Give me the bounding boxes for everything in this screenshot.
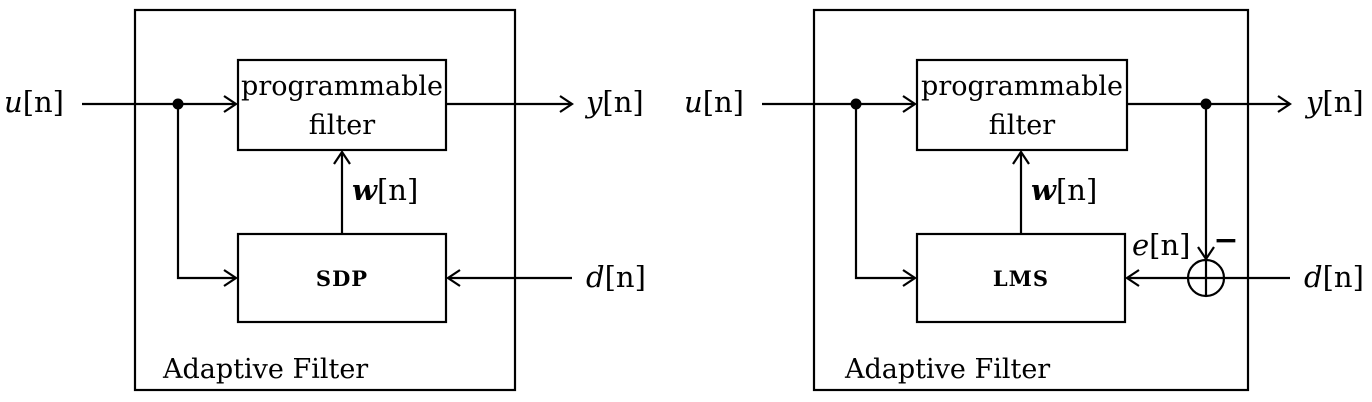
left-weight-label: w[n] (352, 173, 418, 207)
summing-junction-icon (1186, 258, 1226, 298)
right-weight-arrowhead (1012, 150, 1030, 165)
right-diagram: Adaptive Filter programmable filter LMS … (684, 8, 1364, 392)
left-algorithm-label: SDP (316, 266, 368, 291)
right-error-signal-label: e[n] (1132, 228, 1190, 262)
right-output-signal-label: y[n] (1304, 85, 1364, 119)
right-error-arrowhead (1125, 269, 1140, 287)
left-branch-wire (176, 104, 236, 280)
right-algorithm-label: LMS (993, 266, 1049, 291)
right-branch-arrowhead (902, 269, 917, 287)
right-branch-wire (854, 104, 915, 280)
left-input-signal-label: u[n] (4, 85, 64, 119)
left-output-arrowhead (559, 95, 574, 113)
left-desired-arrowhead (446, 269, 461, 287)
left-filter-label-line1: programmable (241, 71, 443, 102)
left-adaptive-filter-container (133, 8, 517, 392)
right-input-arrowhead (902, 95, 917, 113)
left-branch-arrowhead (223, 269, 238, 287)
right-filter-label-line2: filter (989, 110, 1055, 141)
left-filter-label-line2: filter (309, 110, 375, 141)
right-output-arrowhead (1277, 95, 1292, 113)
right-adaptive-filter-container (812, 8, 1250, 392)
left-desired-signal-label: d[n] (586, 260, 646, 294)
right-filter-label-line1: programmable (921, 71, 1123, 102)
left-diagram: Adaptive Filter programmable filter SDP … (4, 8, 646, 392)
right-container-label: Adaptive Filter (844, 354, 1050, 385)
right-desired-signal-label: d[n] (1304, 260, 1364, 294)
left-weight-arrowhead (333, 150, 351, 165)
left-output-signal-label: y[n] (584, 85, 644, 119)
right-input-signal-label: u[n] (684, 85, 744, 119)
right-weight-label: w[n] (1031, 173, 1097, 207)
left-container-label: Adaptive Filter (162, 354, 368, 385)
right-minus-sign: − (1213, 223, 1238, 258)
left-input-arrowhead (223, 95, 238, 113)
